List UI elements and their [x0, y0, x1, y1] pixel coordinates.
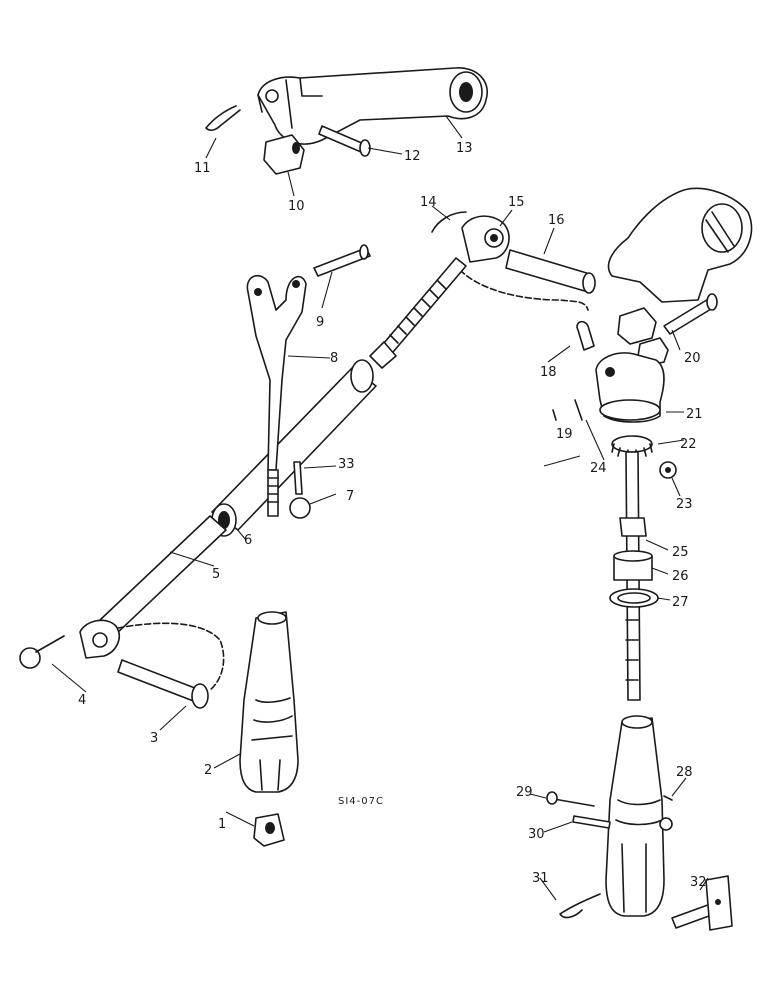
pin-33 — [293, 461, 303, 495]
callout-22: 22 — [680, 437, 697, 452]
callout-28: 28 — [676, 765, 693, 780]
pin-29 — [546, 791, 595, 807]
lift-rod-box-2 — [239, 611, 299, 793]
callout-2: 2 — [204, 763, 212, 778]
callout-13: 13 — [456, 141, 473, 156]
split-pin-14 — [431, 211, 467, 233]
pin-30 — [572, 815, 611, 829]
callout-21: 21 — [686, 407, 703, 422]
callout-25: 25 — [672, 545, 689, 560]
callout-19: 19 — [556, 427, 573, 442]
callout-18: 18 — [540, 365, 557, 380]
callout-23: 23 — [676, 497, 693, 512]
clip-28 — [663, 795, 673, 801]
nut-23 — [659, 461, 677, 479]
callout-32: 32 — [690, 875, 707, 890]
leader-lines — [51, 115, 709, 901]
pin-19 — [552, 409, 557, 421]
link-end-5 — [79, 619, 120, 659]
callout-1: 1 — [218, 817, 226, 832]
lynch-pin-11 — [205, 105, 241, 131]
ball-7 — [289, 497, 311, 519]
callout-5: 5 — [212, 567, 220, 582]
callout-33: 33 — [338, 457, 355, 472]
pin-3 — [117, 659, 209, 709]
callout-30: 30 — [528, 827, 545, 842]
callout-8: 8 — [330, 351, 338, 366]
callout-24: 24 — [590, 461, 607, 476]
callout-31: 31 — [532, 871, 549, 886]
top-link-rod — [369, 257, 467, 369]
pin-24 — [574, 399, 583, 421]
linch-pin-4 — [19, 635, 65, 669]
washer-28b — [659, 817, 673, 831]
lynch-pin-31 — [559, 893, 601, 919]
pin-16 — [505, 249, 596, 294]
callout-9: 9 — [316, 315, 324, 330]
chain-lower — [117, 622, 225, 691]
pin-9 — [313, 244, 371, 277]
callout-14: 14 — [420, 195, 437, 210]
callout-16: 16 — [548, 213, 565, 228]
pivot-block-10 — [263, 134, 305, 175]
pin-20 — [663, 293, 718, 335]
callout-29: 29 — [516, 785, 533, 800]
callout-6: 6 — [244, 533, 252, 548]
lift-arm-upper — [257, 67, 489, 145]
rod-end-15 — [461, 215, 510, 263]
lift-rod-box-right — [605, 715, 665, 917]
fork-8 — [246, 274, 307, 517]
callout-4: 4 — [78, 693, 86, 708]
callout-12: 12 — [404, 149, 421, 164]
callout-27: 27 — [672, 595, 689, 610]
shaft — [609, 451, 659, 701]
callout-3: 3 — [150, 731, 158, 746]
callout-7: 7 — [346, 489, 354, 504]
nut-1 — [253, 813, 285, 847]
chain-upper — [459, 269, 589, 311]
pin-32 — [671, 875, 733, 931]
callout-10: 10 — [288, 199, 305, 214]
callout-20: 20 — [684, 351, 701, 366]
housing-21 — [595, 352, 665, 423]
reference-code: SI4-07C — [338, 796, 384, 807]
clip-18 — [576, 320, 595, 351]
callout-26: 26 — [672, 569, 689, 584]
pin-12 — [318, 125, 371, 157]
lift-arm-right — [607, 187, 753, 303]
lower-link-5 — [99, 515, 227, 637]
callout-15: 15 — [508, 195, 525, 210]
callout-11: 11 — [194, 161, 211, 176]
